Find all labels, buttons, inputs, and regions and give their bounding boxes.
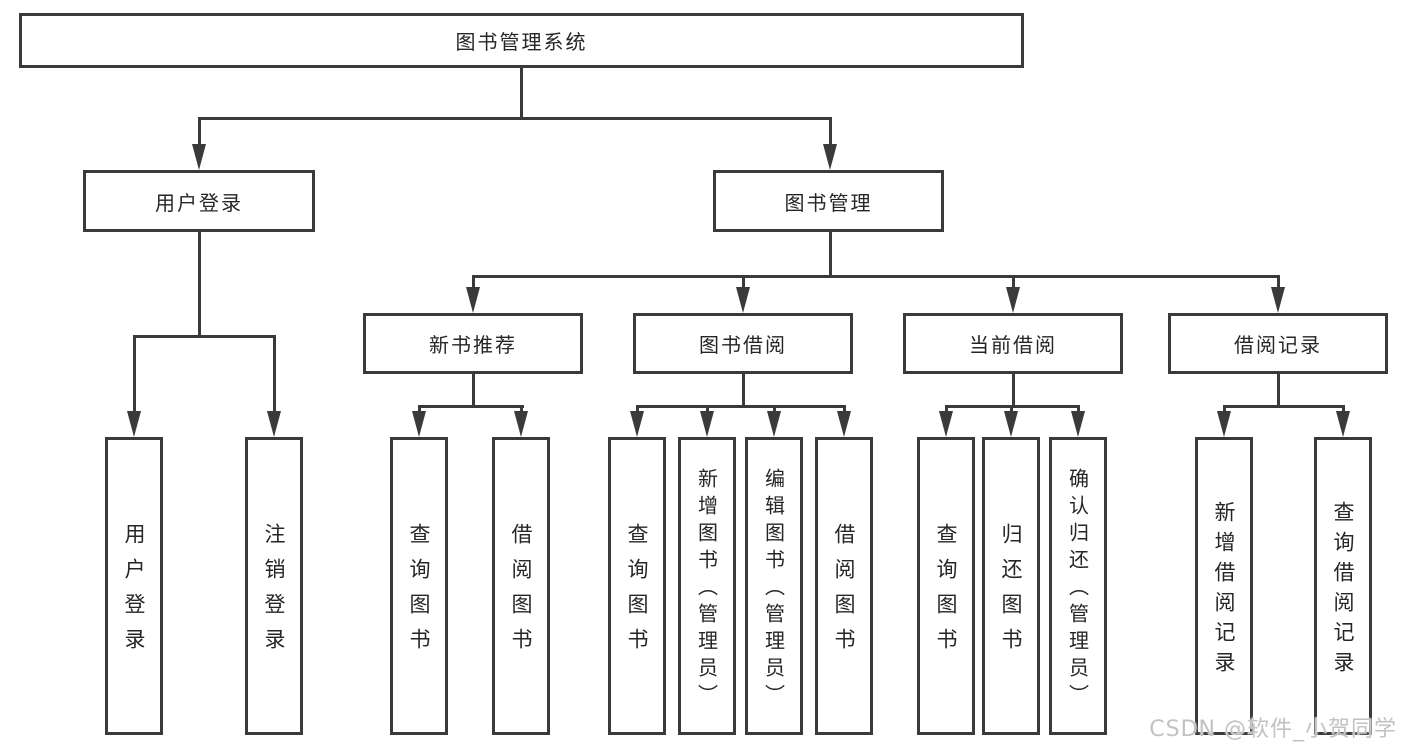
- node-user-login: 用户登录: [83, 170, 315, 232]
- node-leaf-label: 注销登录: [262, 523, 286, 663]
- node-leaf-add-books-admin: 新增图书（管理员）: [678, 437, 736, 735]
- node-leaf-query-books: 查询图书: [917, 437, 975, 735]
- node-root-label: 图书管理系统: [455, 30, 588, 54]
- node-leaf-label: 确认归还（管理员）: [1065, 468, 1090, 711]
- node-leaf-label: 借阅图书: [509, 523, 533, 663]
- arrow-down-icon: [767, 411, 781, 437]
- connector-line: [742, 372, 745, 405]
- arrow-down-icon: [700, 411, 714, 437]
- node-leaf-return-books: 归还图书: [982, 437, 1040, 735]
- arrow-down-icon: [1217, 411, 1231, 437]
- node-leaf-label: 查询图书: [934, 523, 958, 663]
- node-leaf-label: 新增借阅记录: [1212, 500, 1236, 681]
- arrow-down-icon: [1271, 287, 1285, 313]
- connector-line: [1277, 275, 1280, 293]
- node-leaf-label: 查询借阅记录: [1331, 500, 1355, 681]
- arrow-down-icon: [267, 411, 281, 437]
- arrow-down-icon: [127, 411, 141, 437]
- node-leaf-label: 查询图书: [625, 523, 649, 663]
- node-book-borrow-label: 图书借阅: [699, 333, 787, 357]
- node-leaf-label: 新增图书（管理员）: [694, 468, 719, 711]
- node-leaf-query-borrow-record: 查询借阅记录: [1314, 437, 1372, 735]
- node-current-borrow-label: 当前借阅: [969, 333, 1057, 357]
- connector-line: [742, 275, 745, 293]
- connector-line: [198, 117, 832, 120]
- node-borrow-records-label: 借阅记录: [1234, 333, 1322, 357]
- node-leaf-borrow-books: 借阅图书: [815, 437, 873, 735]
- arrow-down-icon: [630, 411, 644, 437]
- connector-line: [418, 405, 524, 408]
- node-leaf-query-books: 查询图书: [608, 437, 666, 735]
- connector-line: [133, 335, 276, 338]
- node-leaf-label: 查询图书: [407, 523, 431, 663]
- connector-line: [472, 275, 475, 293]
- connector-line: [829, 117, 832, 155]
- arrow-down-icon: [1336, 411, 1350, 437]
- arrow-down-icon: [837, 411, 851, 437]
- arrow-down-icon: [736, 287, 750, 313]
- connector-line: [1012, 275, 1015, 293]
- connector-line: [636, 405, 846, 408]
- arrow-down-icon: [466, 287, 480, 313]
- node-leaf-logout: 注销登录: [245, 437, 303, 735]
- arrow-down-icon: [1071, 411, 1085, 437]
- connector-line: [1012, 372, 1015, 405]
- arrow-down-icon: [1004, 411, 1018, 437]
- node-book-mgmt: 图书管理: [713, 170, 944, 232]
- arrow-down-icon: [1006, 287, 1020, 313]
- connector-line: [1277, 372, 1280, 405]
- connector-line: [133, 335, 136, 420]
- node-leaf-borrow-books: 借阅图书: [492, 437, 550, 735]
- connector-line: [472, 372, 475, 405]
- arrow-down-icon: [412, 411, 426, 437]
- node-new-books: 新书推荐: [363, 313, 583, 374]
- node-user-login-label: 用户登录: [155, 190, 243, 215]
- node-leaf-label: 编辑图书（管理员）: [761, 468, 786, 711]
- connector-line: [1223, 405, 1345, 408]
- node-leaf-label: 借阅图书: [832, 523, 856, 663]
- connector-line: [273, 335, 276, 420]
- node-leaf-query-books: 查询图书: [390, 437, 448, 735]
- arrow-down-icon: [514, 411, 528, 437]
- node-book-mgmt-label: 图书管理: [784, 190, 873, 215]
- connector-line: [829, 230, 832, 275]
- arrow-down-icon: [823, 144, 837, 170]
- node-book-borrow: 图书借阅: [633, 313, 853, 374]
- node-current-borrow: 当前借阅: [903, 313, 1123, 374]
- connector-line: [198, 230, 201, 335]
- node-root: 图书管理系统: [19, 13, 1024, 68]
- node-leaf-add-borrow-record: 新增借阅记录: [1195, 437, 1253, 735]
- node-leaf-label: 归还图书: [999, 523, 1023, 663]
- node-leaf-label: 用户登录: [122, 523, 146, 663]
- node-new-books-label: 新书推荐: [429, 333, 517, 357]
- arrow-down-icon: [939, 411, 953, 437]
- connector-line: [472, 275, 1280, 278]
- connector-line: [520, 66, 523, 120]
- connector-line: [198, 117, 201, 155]
- csdn-watermark: CSDN @软件_小贺同学: [1149, 717, 1397, 742]
- node-borrow-records: 借阅记录: [1168, 313, 1388, 374]
- node-leaf-confirm-return-admin: 确认归还（管理员）: [1049, 437, 1107, 735]
- node-leaf-edit-books-admin: 编辑图书（管理员）: [745, 437, 803, 735]
- node-leaf-user-login: 用户登录: [105, 437, 163, 735]
- arrow-down-icon: [192, 144, 206, 170]
